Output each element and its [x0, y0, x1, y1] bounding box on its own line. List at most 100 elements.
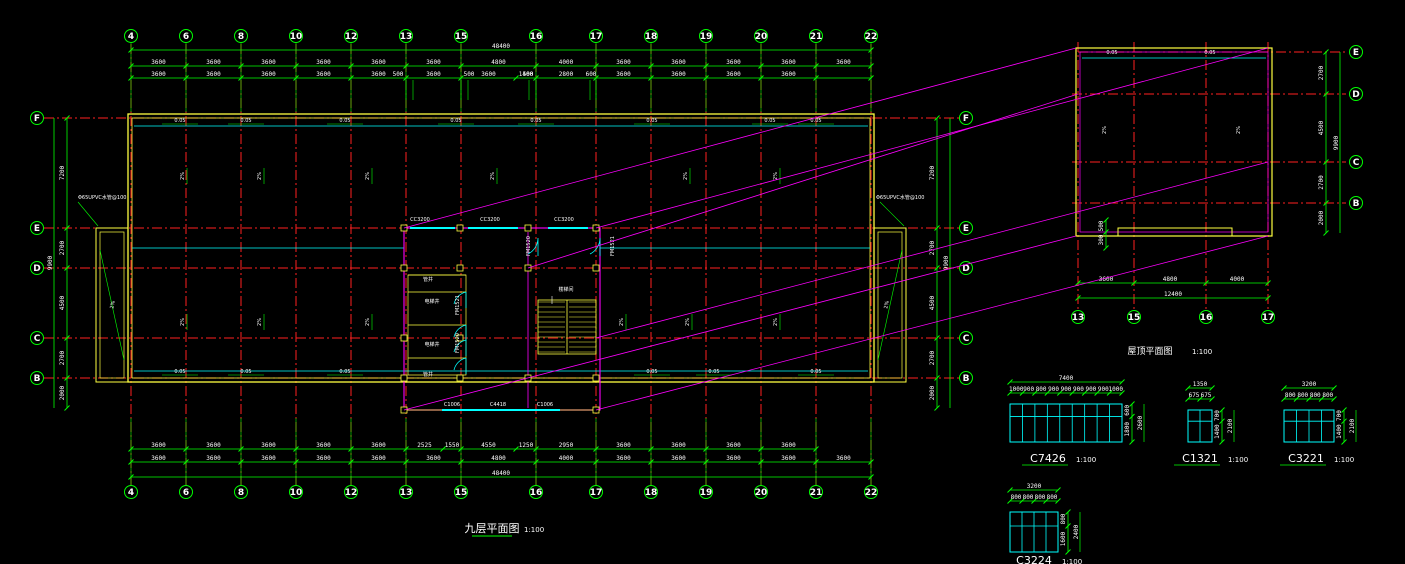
dim-tick — [128, 446, 134, 452]
detail-width: 3200 — [1027, 483, 1042, 490]
column-marker — [456, 264, 464, 272]
dim-tick — [1075, 280, 1081, 286]
detail-height-dim-value: 1800 — [1124, 422, 1131, 437]
column-axis-top: 4 — [128, 32, 134, 42]
column-axis-bottom-bubble — [754, 485, 768, 499]
dim-tick — [648, 446, 654, 452]
dim-tick — [1281, 396, 1287, 402]
top-dim-outer-value: 3600 — [206, 59, 221, 66]
column-axis-bottom-bubble — [699, 485, 713, 499]
column-axis-bottom-bubble — [124, 485, 138, 499]
detail-bay-dim-value: 800 — [1297, 392, 1308, 399]
detail-scale: 1:100 — [1076, 456, 1096, 464]
slope-mark: 2% — [365, 318, 371, 326]
detail-width: 1350 — [1193, 381, 1208, 388]
column-axis-top: 12 — [345, 32, 358, 42]
detail-bay-dim-value: 800 — [1023, 494, 1034, 501]
dim-tick — [403, 446, 409, 452]
door-tag: FM1520 — [526, 236, 532, 256]
column-marker — [592, 374, 600, 382]
roof-column-axis-label: 15 — [1128, 313, 1141, 323]
column-axis-bottom-bubble — [344, 485, 358, 499]
elev-top: 0.05 — [810, 118, 821, 124]
balcony-left — [95, 227, 129, 383]
dim-tick — [513, 446, 519, 452]
dim-tick — [1007, 498, 1013, 504]
bottom-dim-inner-value: 2525 — [417, 442, 432, 449]
dim-tick — [1103, 217, 1109, 223]
dim-tick — [1293, 396, 1300, 402]
column-axis-bottom: 18 — [645, 488, 658, 498]
roof-elev: 0.05 — [1106, 50, 1117, 56]
bottom-dim-inner-value: 4550 — [481, 442, 496, 449]
dim-tick — [1185, 385, 1191, 391]
detail-scale: 1:100 — [1228, 456, 1248, 464]
slope-mark: 2% — [773, 318, 779, 326]
column-axis-top-bubble — [234, 29, 248, 43]
top-dim-outer-value: 3600 — [261, 59, 276, 66]
column-axis-top: 6 — [183, 32, 189, 42]
dim-tick — [813, 75, 819, 81]
top-dim-small: 600 — [586, 71, 597, 78]
drain-leader-right — [879, 201, 905, 227]
column-marker — [456, 334, 464, 342]
bottom-dim-inner-value: 3600 — [151, 442, 166, 449]
dim-tick — [403, 63, 409, 69]
dim-tick — [1056, 390, 1063, 396]
detail-bay-dim-value: 800 — [1047, 494, 1058, 501]
dim-tick — [813, 446, 819, 452]
bottom-dim-outer-value: 3600 — [671, 455, 686, 462]
slope-mark: 2% — [257, 172, 263, 180]
roof-row-axis-label-bubble — [1349, 87, 1363, 101]
dim-tick — [183, 63, 189, 69]
dim-tick — [238, 63, 244, 69]
bottom-dim-outer-value: 3600 — [781, 455, 796, 462]
dim-tick — [128, 47, 134, 53]
column-axis-bottom: 17 — [590, 488, 603, 498]
balcony-slope-left — [99, 249, 125, 361]
dim-tick — [1219, 407, 1225, 413]
column-axis-bottom-bubble — [289, 485, 303, 499]
slope-mark: 2% — [365, 172, 371, 180]
roof-column-axis-label: 16 — [1200, 313, 1213, 323]
row-axis-left-bubble — [30, 371, 44, 385]
dim-tick — [758, 63, 764, 69]
dim-tick — [813, 459, 819, 465]
slope-mark: 2% — [773, 172, 779, 180]
detail-bay-dim-value: 1000 — [1009, 386, 1024, 393]
projection-line — [595, 235, 1269, 411]
dim-tick — [238, 459, 244, 465]
dim-tick — [458, 63, 464, 69]
row-axis-left-bubble — [30, 331, 44, 345]
dim-tick — [1281, 385, 1287, 391]
top-dim-inner-value: 3600 — [616, 71, 631, 78]
door-swing — [453, 324, 467, 341]
bottom-dim-inner-value: 3600 — [616, 442, 631, 449]
window-tag: CC3200 — [410, 217, 430, 223]
dim-tick — [348, 63, 354, 69]
dim-tick — [440, 446, 446, 452]
column-axis-top: 19 — [700, 32, 713, 42]
floor-plan-title: 九层平面图 — [465, 522, 520, 535]
dim-tick — [1075, 295, 1081, 301]
top-dim-outer-value: 3600 — [726, 59, 741, 66]
row-axis-left: B — [34, 374, 41, 384]
column-axis-top-bubble — [124, 29, 138, 43]
dim-tick — [128, 75, 134, 81]
dim-tick — [128, 474, 134, 480]
dim-tick — [1185, 396, 1191, 402]
top-dim-outer-value: 3600 — [781, 59, 796, 66]
floor-plan-scale: 1:100 — [524, 526, 544, 534]
bottom-dim-outer-value: 3600 — [726, 455, 741, 462]
bottom-dim-outer-value: 4000 — [559, 455, 574, 462]
window-tag: C1006 — [444, 402, 460, 408]
floor-plan-ninth: 4466881010121213131515161617171818191920… — [30, 29, 973, 537]
column-marker — [400, 264, 408, 272]
column-axis-top-bubble — [454, 29, 468, 43]
column-axis-top-bubble — [399, 29, 413, 43]
detail-bay-dim-value: 900 — [1073, 386, 1084, 393]
bottom-dim-inner-value: 3600 — [316, 442, 331, 449]
detail-total-height: 2600 — [1137, 415, 1144, 430]
bottom-dim-outer-value: 3600 — [151, 455, 166, 462]
roof-column-axis-label-bubble — [1071, 310, 1085, 324]
